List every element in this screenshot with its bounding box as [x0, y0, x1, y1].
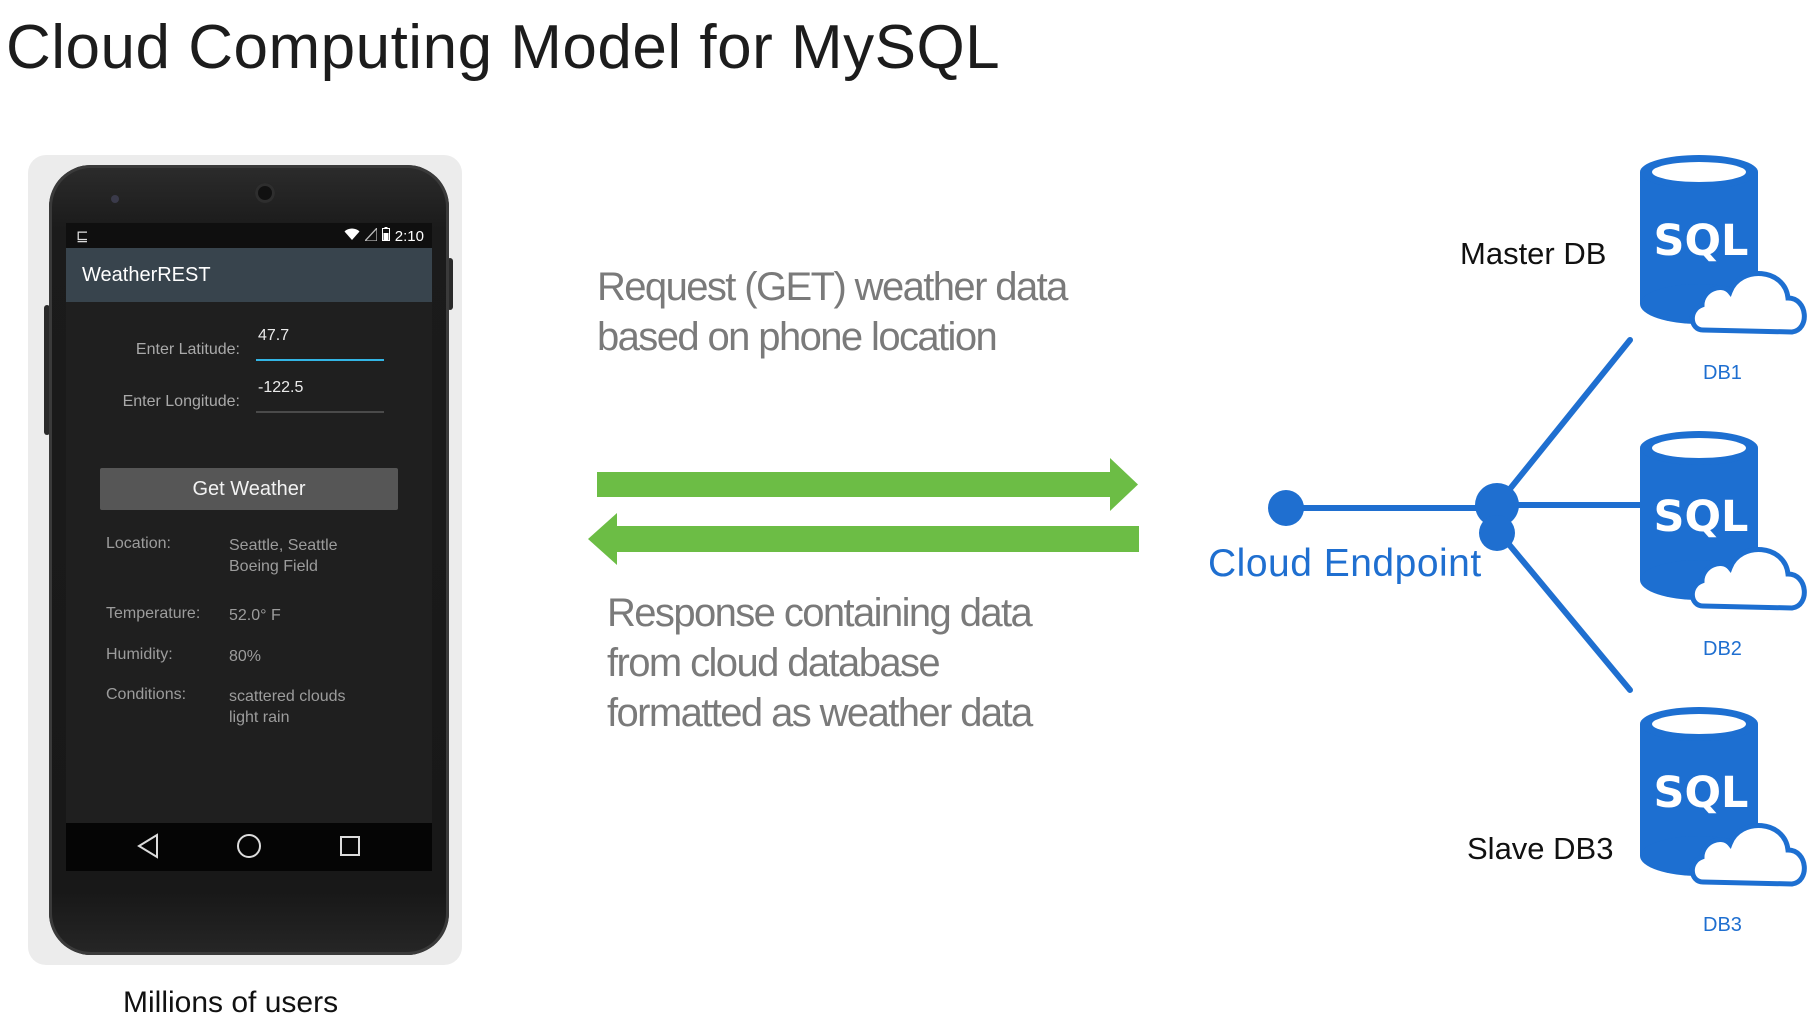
- nav-bar: [66, 823, 432, 871]
- home-icon[interactable]: [236, 833, 262, 864]
- cloud-icon-db1: [1689, 271, 1807, 335]
- request-arrow: [597, 458, 1138, 511]
- master-db-label: Master DB: [1460, 236, 1607, 271]
- front-camera-icon: [111, 195, 119, 203]
- endpoint-connectors: [1283, 337, 1665, 693]
- cloud-icon-db3: [1689, 823, 1807, 887]
- sql-text-db1: SQL: [1654, 216, 1749, 266]
- phone-speaker: [255, 183, 275, 203]
- longitude-label: Enter Longitude:: [122, 393, 240, 410]
- endpoint-hub-node-2: [1479, 515, 1515, 551]
- location-value-line-2: Boeing Field: [229, 558, 318, 575]
- latitude-input[interactable]: 47.7: [258, 327, 290, 344]
- humidity-label: Humidity:: [106, 646, 173, 663]
- status-bar: ⊑ 2:10: [66, 223, 432, 248]
- cloud-icon-db2: [1689, 547, 1807, 611]
- sql-text-db3: SQL: [1654, 768, 1749, 818]
- db3-label: DB3: [1703, 914, 1742, 936]
- notification-icon: ⊑: [76, 228, 89, 245]
- sql-database-icon-db3: SQL: [1640, 707, 1807, 887]
- conditions-label: Conditions:: [106, 686, 187, 703]
- conditions-value: scattered clouds light rain: [229, 686, 346, 728]
- humidity-value: 80%: [229, 648, 262, 665]
- db2-label: DB2: [1703, 638, 1742, 660]
- slave-db3-label: Slave DB3: [1467, 831, 1614, 866]
- slide-title: Cloud Computing Model for MySQL: [6, 13, 1001, 82]
- response-arrow: [588, 513, 1139, 565]
- status-time: 2:10: [394, 227, 424, 245]
- temperature-label: Temperature:: [106, 605, 201, 622]
- longitude-input[interactable]: -122.5: [258, 379, 304, 396]
- wifi-icon: [344, 228, 360, 245]
- recent-apps-icon[interactable]: [339, 835, 361, 862]
- phone-power-button: [447, 258, 453, 310]
- location-label: Location:: [106, 535, 171, 552]
- battery-icon: [381, 227, 390, 245]
- longitude-underline: [256, 411, 384, 413]
- back-icon[interactable]: [136, 833, 160, 864]
- sql-text-db2: SQL: [1654, 492, 1749, 542]
- conditions-value-line-1: scattered clouds: [229, 688, 346, 705]
- phone-screen: ⊑ 2:10 WeatherREST Enter Latitude: 47.7 …: [66, 223, 432, 871]
- request-text: Request (GET) weather data based on phon…: [597, 265, 1068, 359]
- conditions-value-line-2: light rain: [229, 709, 290, 726]
- temperature-value: 52.0° F: [229, 607, 281, 624]
- endpoint-start-node: [1268, 490, 1304, 526]
- latitude-label: Enter Latitude:: [135, 341, 240, 358]
- phone-volume-button: [44, 305, 50, 435]
- phone-caption: Millions of users: [123, 986, 339, 1019]
- db1-label: DB1: [1703, 362, 1742, 384]
- sql-database-icon-db1: SQL: [1640, 155, 1807, 335]
- get-weather-button[interactable]: Get Weather: [100, 468, 398, 510]
- longitude-row: Enter Longitude: -122.5: [66, 377, 432, 417]
- app-bar-title: WeatherREST: [66, 248, 432, 302]
- endpoint-hub-node: [1475, 483, 1519, 527]
- location-value: Seattle, Seattle Boeing Field: [229, 535, 338, 577]
- latitude-underline: [256, 359, 384, 361]
- response-text: Response containing data from cloud data…: [607, 591, 1033, 735]
- phone-device: ⊑ 2:10 WeatherREST Enter Latitude: 47.7 …: [49, 165, 449, 955]
- latitude-row: Enter Latitude: 47.7: [66, 325, 432, 365]
- sql-database-icon-db2: SQL: [1640, 431, 1807, 611]
- cloud-endpoint-label: Cloud Endpoint: [1208, 542, 1482, 585]
- location-value-line-1: Seattle, Seattle: [229, 537, 338, 554]
